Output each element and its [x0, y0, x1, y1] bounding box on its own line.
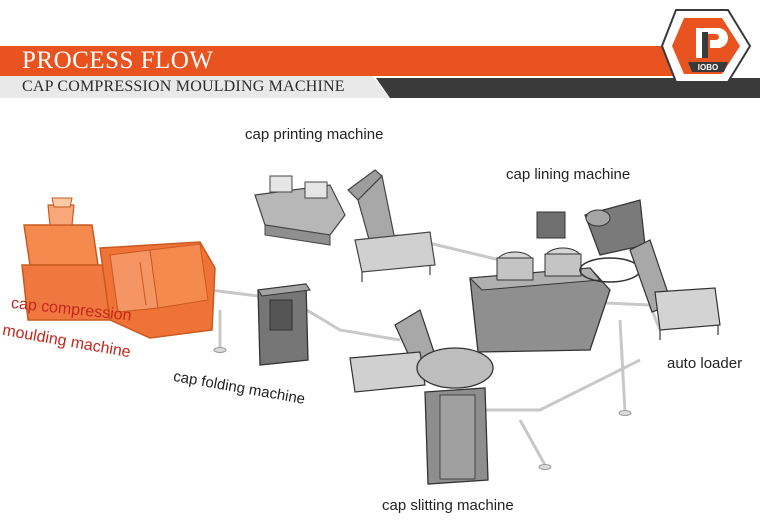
jobo-logo-icon: IOBO — [660, 9, 752, 83]
label-auto-loader: auto loader — [667, 355, 743, 372]
cap-printing-machine — [254, 169, 436, 282]
cap-folding-machine — [257, 283, 311, 366]
label-cap-slitting-machine: cap slitting machine — [382, 497, 514, 514]
title-bar — [0, 46, 690, 76]
subtitle-bar — [0, 76, 390, 98]
cap-compression-machine — [21, 197, 216, 339]
support-feet — [213, 347, 632, 470]
process-diagram — [21, 169, 721, 485]
page-title: PROCESS FLOW — [22, 47, 214, 74]
logo-text: IOBO — [698, 63, 718, 72]
label-cap-lining-machine: cap lining machine — [506, 166, 631, 183]
header-dark-strip — [376, 78, 760, 98]
page-subtitle: CAP COMPRESSION MOULDING MACHINE — [22, 78, 345, 95]
cap-slitting-machine — [349, 309, 494, 485]
label-cap-printing-machine: cap printing machine — [245, 126, 384, 143]
auto-loader — [629, 239, 721, 340]
cap-lining-machine — [468, 199, 646, 353]
